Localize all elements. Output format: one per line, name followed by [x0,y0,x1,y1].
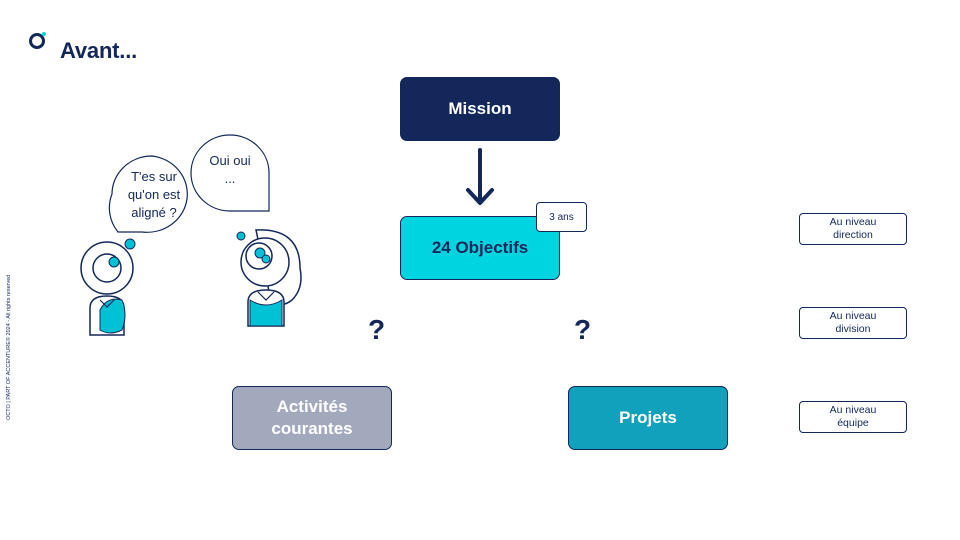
person-left-illustration [80,238,136,336]
question-mark-right: ? [574,314,592,345]
objectifs-box: 24 Objectifs [400,216,560,280]
speech-bubble-right-text: Oui oui ... [209,153,251,186]
speech-bubble-right [190,134,270,212]
speech-bubble-left [108,155,188,233]
horizon-tag: 3 ans [536,202,587,232]
person-right-illustration [236,229,302,327]
page-title: Avant... [60,38,138,63]
down-arrow-icon [466,148,494,205]
octo-logo-icon [29,32,46,49]
mission-box: Mission [400,77,560,141]
speech-bubble-left-text: T'es sur qu'on est aligné ? [127,169,181,220]
question-mark-left: ? [368,314,386,345]
projets-box: Projets [568,386,728,450]
